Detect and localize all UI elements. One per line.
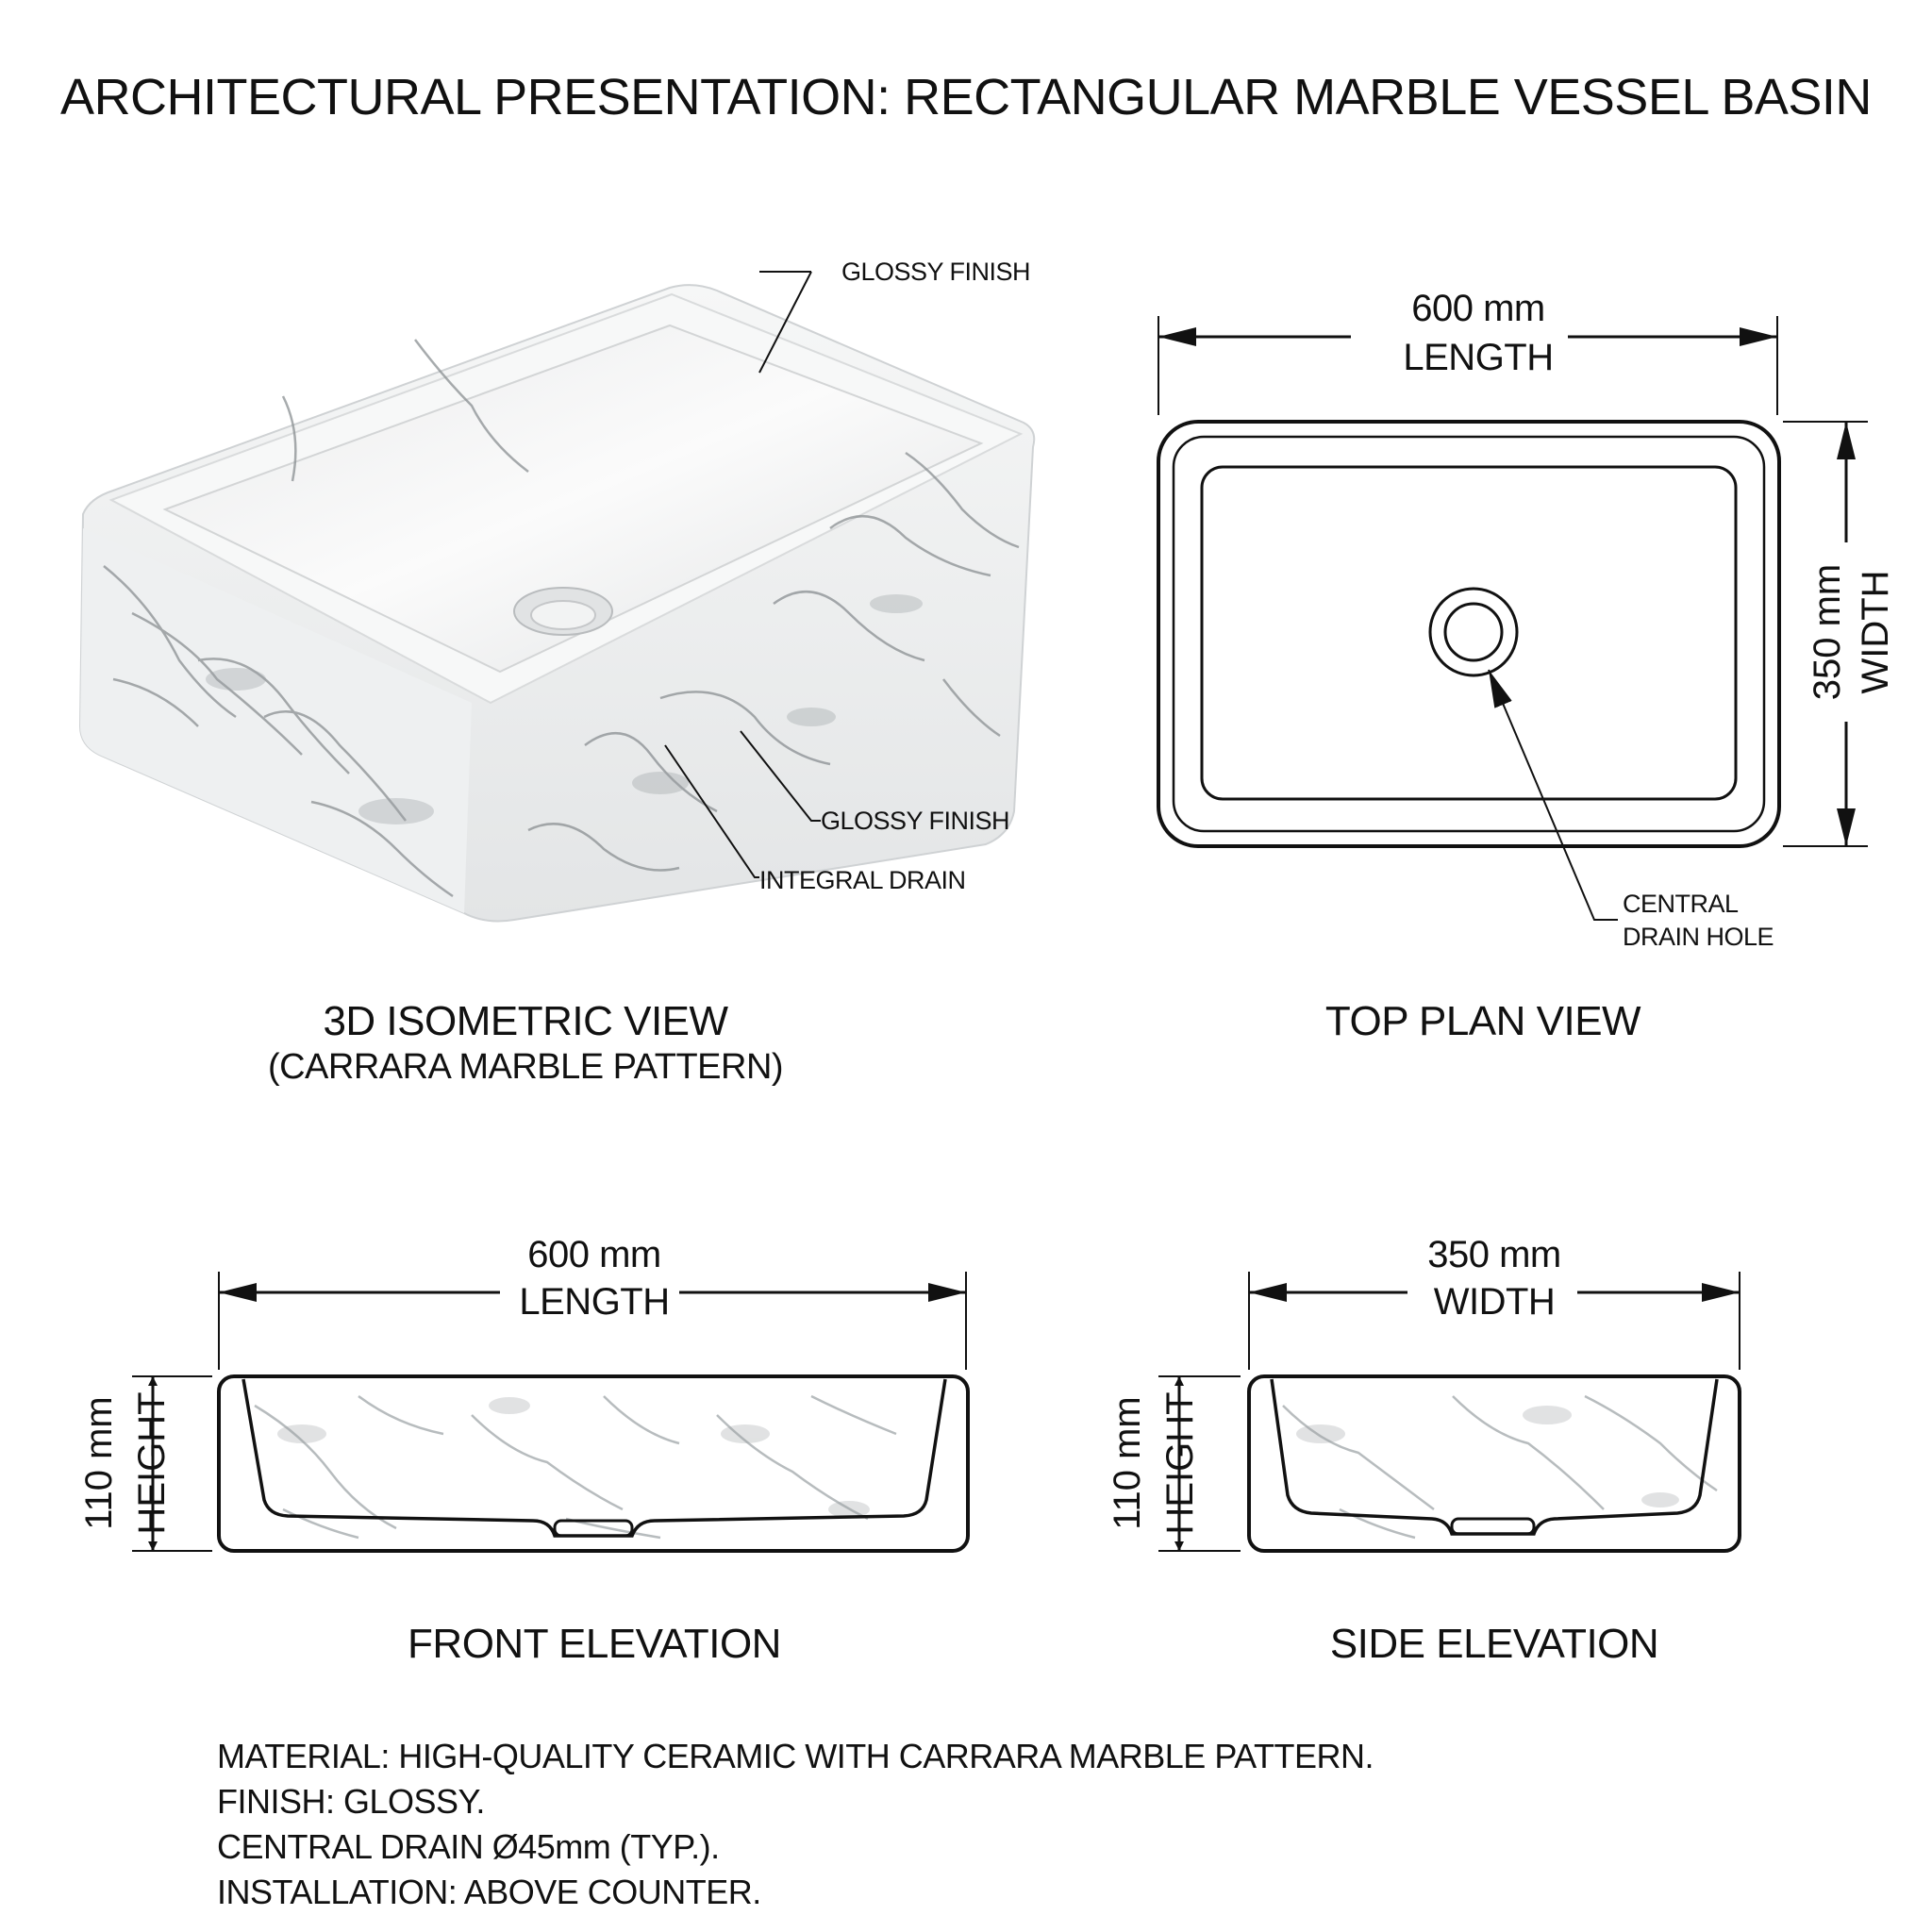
- side-elevation-caption: SIDE ELEVATION: [1329, 1621, 1659, 1667]
- side-height-label: HEIGHT: [1159, 1391, 1201, 1535]
- side-height-value: 110 mm: [1107, 1396, 1148, 1530]
- page-title: ARCHITECTURAL PRESENTATION: RECTANGULAR …: [60, 69, 1872, 125]
- drain-callout-line2: DRAIN HOLE: [1623, 923, 1774, 951]
- front-height-value: 110 mm: [78, 1396, 120, 1530]
- note-drain: CENTRAL DRAIN Ø45mm (TYP.).: [217, 1827, 720, 1866]
- front-length-value: 600 mm: [527, 1234, 661, 1275]
- top-plan-width-value: 350 mm: [1807, 563, 1848, 701]
- iso-callout-integral-drain: INTEGRAL DRAIN: [759, 866, 966, 894]
- drain-callout-line1: CENTRAL: [1623, 890, 1739, 918]
- top-plan-length-label: LENGTH: [1403, 337, 1554, 378]
- side-elevation-drawing: [1158, 1272, 1741, 1553]
- iso-callout-glossy-finish-side: GLOSSY FINISH: [821, 807, 1010, 835]
- top-plan-caption: TOP PLAN VIEW: [1324, 998, 1641, 1044]
- iso-callout-leaders: [664, 271, 821, 878]
- note-installation: INSTALLATION: ABOVE COUNTER.: [217, 1873, 761, 1911]
- front-elevation-drawing: [132, 1272, 970, 1553]
- front-elevation-caption: FRONT ELEVATION: [408, 1621, 781, 1667]
- side-width-value: 350 mm: [1427, 1234, 1561, 1275]
- note-finish: FINISH: GLOSSY.: [217, 1782, 485, 1821]
- iso-view-subcaption: (CARRARA MARBLE PATTERN): [267, 1047, 784, 1087]
- isometric-basin: [78, 284, 1036, 923]
- top-plan-width-label: WIDTH: [1855, 570, 1896, 694]
- iso-callout-glossy-finish-top: GLOSSY FINISH: [841, 258, 1031, 286]
- front-length-label: LENGTH: [519, 1281, 670, 1323]
- top-plan-drawing: [1157, 316, 1868, 921]
- side-width-label: WIDTH: [1433, 1281, 1556, 1323]
- iso-view-caption: 3D ISOMETRIC VIEW: [323, 998, 728, 1044]
- front-height-label: HEIGHT: [131, 1391, 173, 1535]
- top-plan-length-value: 600 mm: [1411, 288, 1545, 329]
- spec-notes: MATERIAL: HIGH-QUALITY CERAMIC WITH CARR…: [217, 1734, 1374, 1915]
- note-material: MATERIAL: HIGH-QUALITY CERAMIC WITH CARR…: [217, 1737, 1374, 1775]
